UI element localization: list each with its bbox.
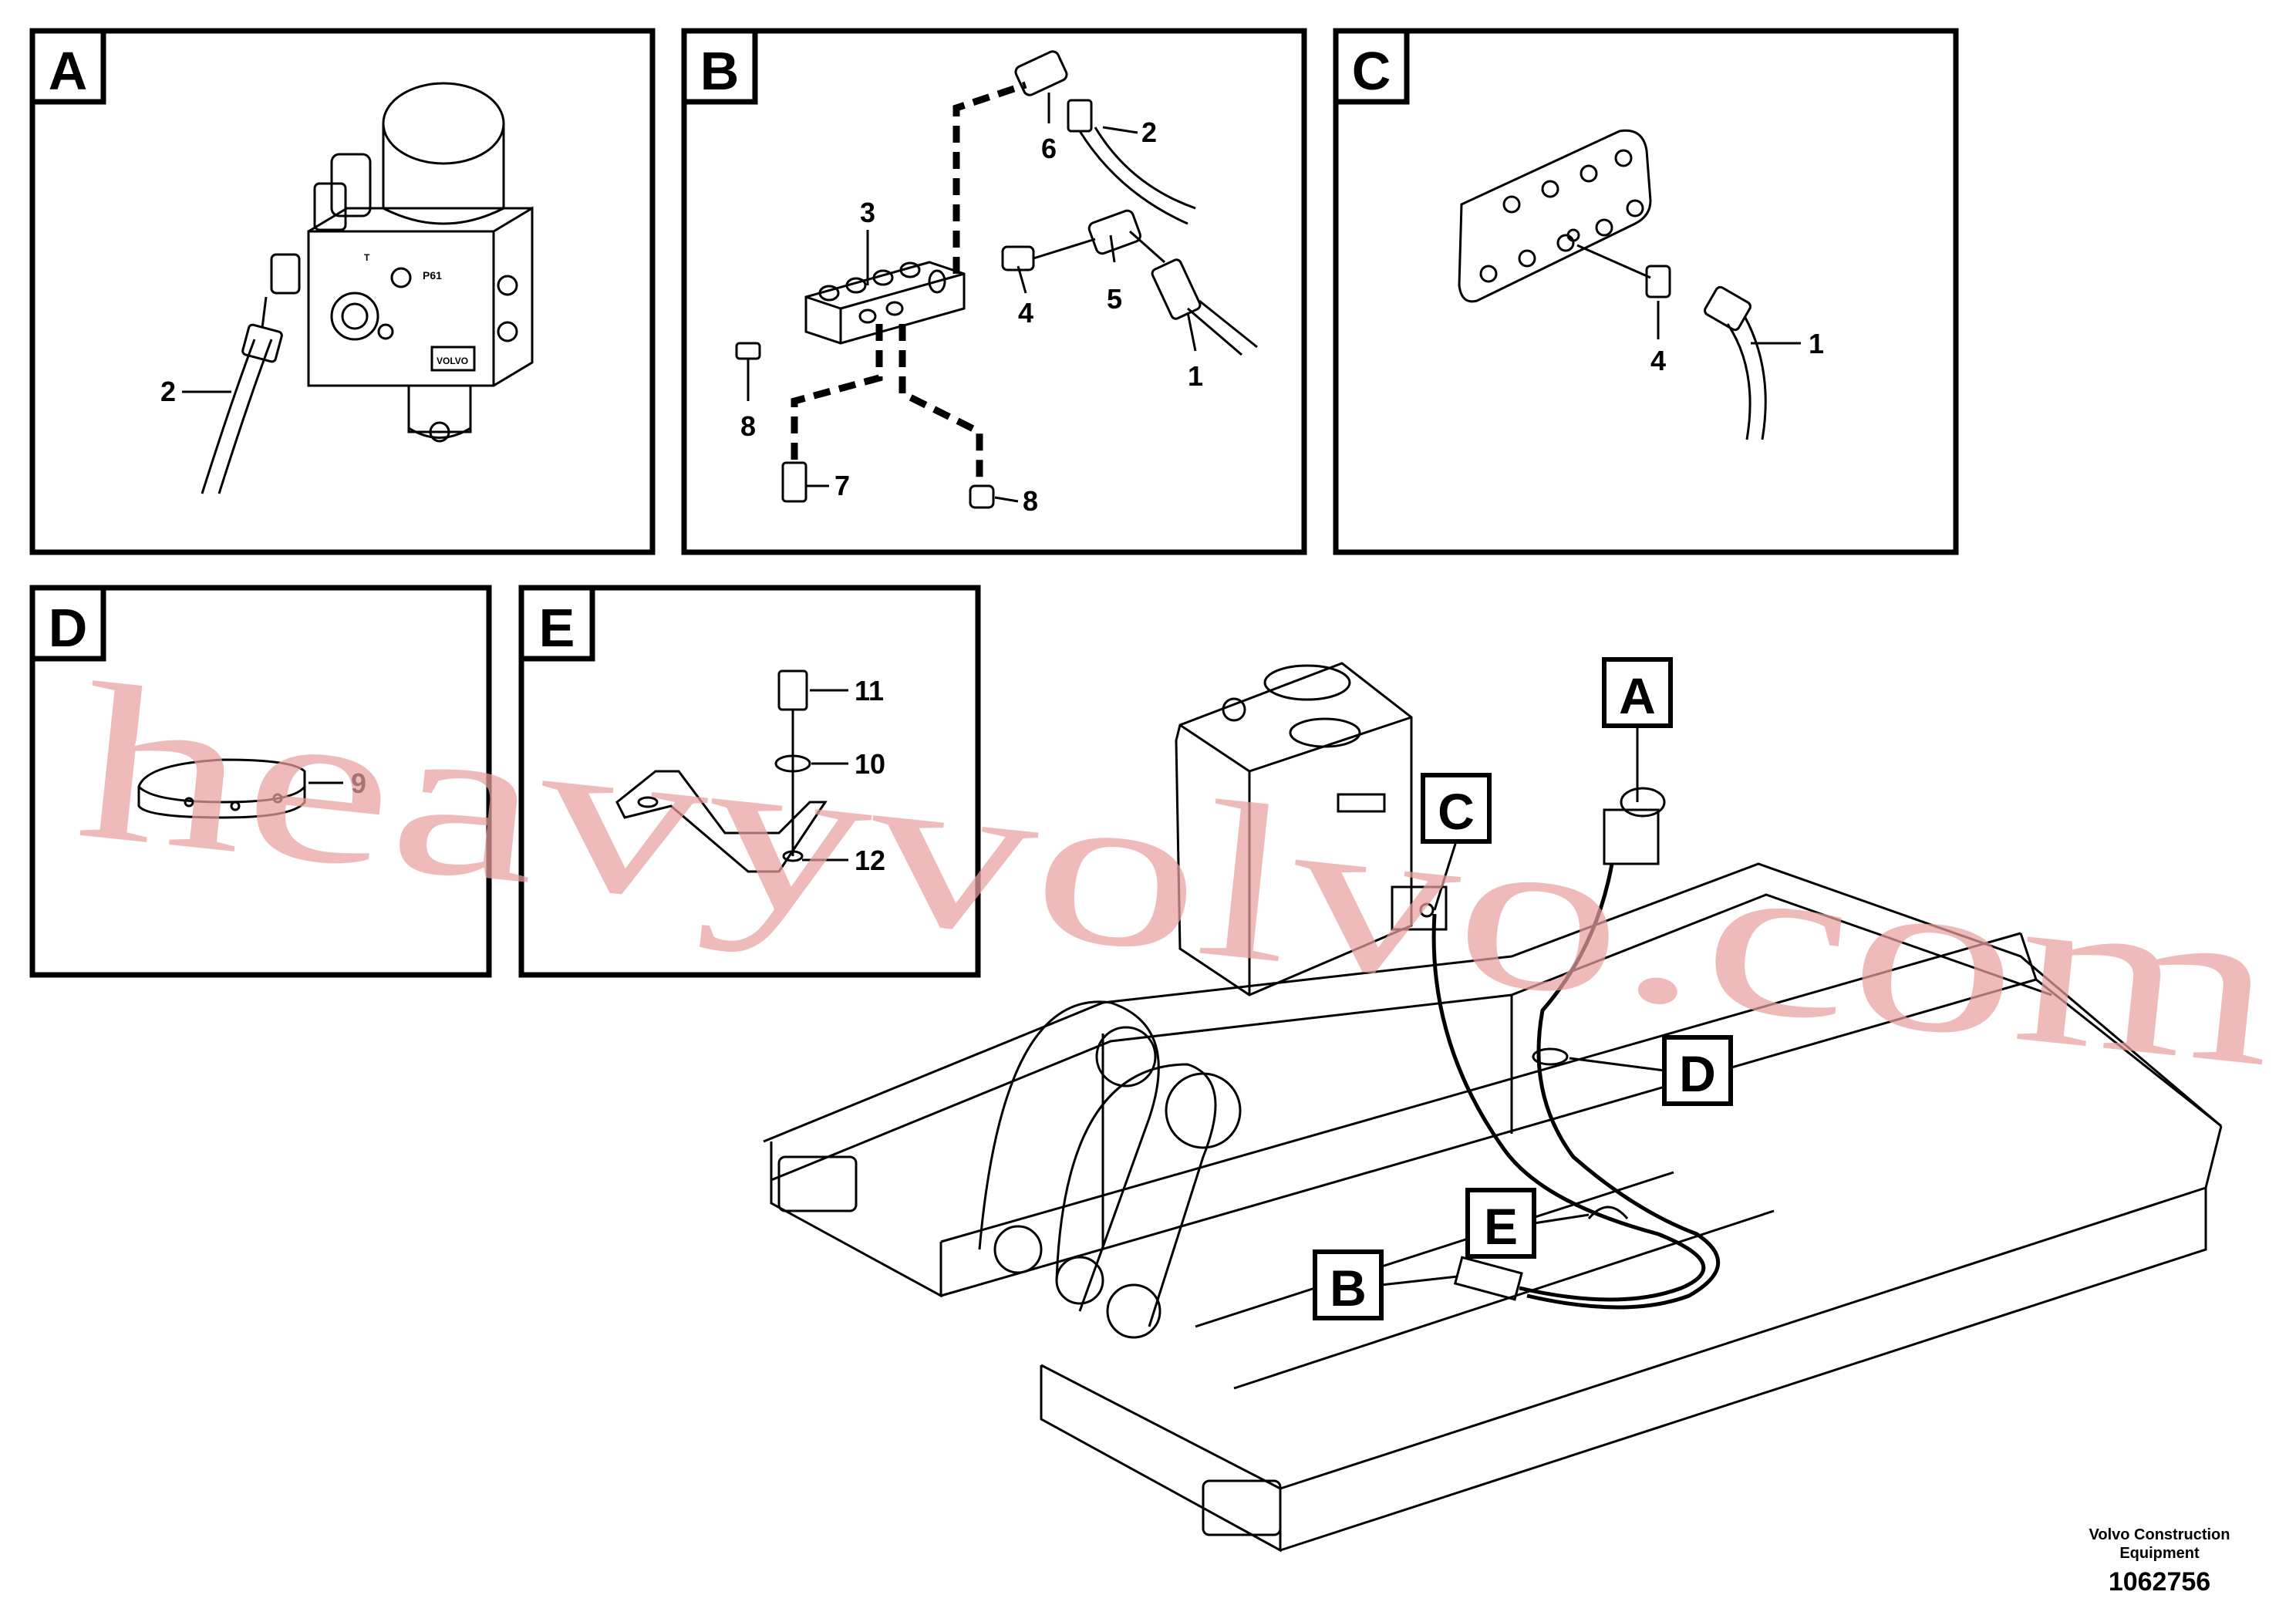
hidden-line bbox=[952, 81, 1027, 274]
svg-text:D: D bbox=[1679, 1045, 1716, 1102]
callout-a-1: 2 bbox=[160, 376, 176, 407]
callout-c-4: 4 bbox=[1650, 345, 1666, 376]
svg-text:B: B bbox=[1330, 1259, 1367, 1317]
main-callout-e: E bbox=[1465, 1188, 1590, 1259]
callout-d-9: 9 bbox=[351, 767, 366, 799]
callout-b-2: 2 bbox=[1141, 116, 1157, 148]
main-frame-view bbox=[763, 662, 2223, 1553]
callout-b-7: 7 bbox=[834, 470, 850, 501]
svg-text:E: E bbox=[1484, 1198, 1518, 1255]
panel-e: E 11 10 12 bbox=[518, 585, 981, 978]
distribution-block bbox=[804, 261, 966, 345]
svg-text:C: C bbox=[1438, 783, 1475, 840]
valve-brand-label: VOLVO bbox=[437, 356, 468, 366]
callout-e-12: 12 bbox=[855, 845, 885, 876]
main-callout-c: C bbox=[1421, 773, 1492, 911]
footer-company-line2: Equipment bbox=[2119, 1545, 2200, 1562]
svg-text:A: A bbox=[1619, 667, 1656, 724]
footer-company: Volvo Construction Equipment bbox=[2071, 1526, 2248, 1563]
panel-a-letter: A bbox=[49, 41, 88, 101]
footer-ref-number: 1062756 bbox=[2108, 1567, 2211, 1597]
hidden-line bbox=[791, 324, 883, 463]
panel-b: B bbox=[681, 28, 1307, 555]
panel-c: C 4 1 bbox=[1333, 28, 1959, 555]
panel-c-letter: C bbox=[1352, 41, 1391, 101]
callout-e-10: 10 bbox=[855, 748, 885, 780]
callout-b-1: 1 bbox=[1188, 360, 1203, 392]
callout-b-5: 5 bbox=[1107, 283, 1122, 315]
hidden-line bbox=[899, 324, 983, 478]
main-callout-d: D bbox=[1569, 1035, 1733, 1106]
hose-routing bbox=[1431, 863, 1720, 1310]
panel-b-letter: B bbox=[700, 41, 740, 101]
callout-c-1: 1 bbox=[1809, 328, 1824, 359]
leader-lines-e bbox=[802, 689, 848, 862]
watermark-text: heavyvolvo.com bbox=[68, 636, 2288, 1114]
port-label-p61: P61 bbox=[423, 269, 442, 282]
main-callout-a: A bbox=[1602, 657, 1673, 802]
leader-lines-b bbox=[747, 93, 1197, 503]
callout-b-4: 4 bbox=[1018, 297, 1033, 329]
callout-b-6: 6 bbox=[1041, 133, 1057, 164]
callout-b-8b: 8 bbox=[1023, 485, 1038, 517]
callout-b-8: 8 bbox=[740, 410, 756, 442]
hose-a bbox=[201, 296, 283, 494]
mounting-plate bbox=[1458, 129, 1767, 440]
leader-lines-c bbox=[1657, 301, 1801, 345]
footer-company-line1: Volvo Construction bbox=[2089, 1526, 2230, 1543]
main-callout-b: B bbox=[1313, 1249, 1458, 1320]
hose-clamp bbox=[137, 758, 306, 819]
panel-d-letter: D bbox=[49, 598, 88, 658]
panel-e-letter: E bbox=[539, 598, 575, 658]
bracket-and-bolt bbox=[615, 669, 828, 873]
fittings-b bbox=[735, 50, 1258, 509]
hydraulic-valve-block bbox=[270, 82, 534, 443]
callout-b-3: 3 bbox=[860, 197, 875, 228]
callout-e-11: 11 bbox=[855, 675, 884, 706]
panel-a: A P61 T VOLVO 2 bbox=[29, 28, 656, 555]
port-label-t: T bbox=[364, 252, 370, 263]
panel-d: D 9 bbox=[29, 585, 492, 978]
